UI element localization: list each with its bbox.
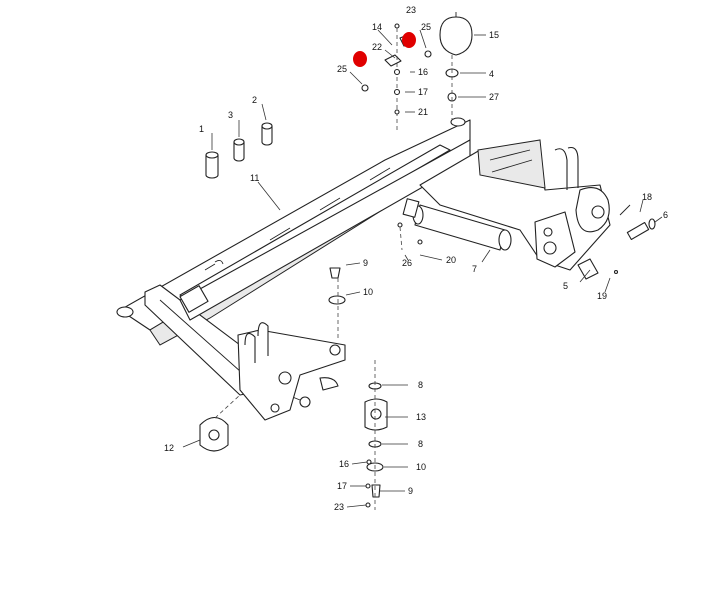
callout-5: 5: [563, 281, 568, 291]
callout-25-left: 25: [337, 64, 347, 74]
callout-22: 22: [372, 42, 382, 52]
callout-26: 26: [402, 258, 412, 268]
callout-2: 2: [252, 95, 257, 105]
highlight-markers: [353, 32, 416, 67]
callout-1: 1: [199, 124, 204, 134]
lower-frame: [144, 139, 471, 401]
callout-17-upper: 17: [418, 87, 428, 97]
callout-17-lower: 17: [337, 481, 347, 491]
callout-11: 11: [250, 173, 259, 183]
callout-8-lower: 8: [418, 439, 423, 449]
bushings: [205, 122, 273, 179]
callout-labels: 1 2 3 4 5 6 7 8 8 9 9 10 10 11 12 13 14 …: [164, 5, 668, 512]
leader-lines: [182, 29, 663, 508]
right-arm-assembly: [419, 139, 611, 271]
highlight-marker-left: [353, 51, 367, 67]
callout-21: 21: [418, 107, 428, 117]
callout-16-upper: 16: [418, 67, 428, 77]
callout-20: 20: [446, 255, 456, 265]
callout-25-right: 25: [421, 22, 431, 32]
callout-3: 3: [228, 110, 233, 120]
callout-4: 4: [489, 69, 494, 79]
callout-15: 15: [489, 30, 499, 40]
callout-13: 13: [416, 412, 426, 422]
callout-23-upper: 23: [406, 5, 416, 15]
callout-9-upper: 9: [363, 258, 368, 268]
callout-23-lower: 23: [334, 502, 344, 512]
callout-19: 19: [597, 291, 607, 301]
callout-27: 27: [489, 92, 499, 102]
callout-18: 18: [642, 192, 652, 202]
front-bracket: [237, 322, 346, 421]
callout-7: 7: [472, 264, 477, 274]
callout-9-lower: 9: [408, 486, 413, 496]
callout-10-lower: 10: [416, 462, 426, 472]
callout-10-upper: 10: [363, 287, 373, 297]
highlight-marker-right: [402, 32, 416, 48]
callout-12: 12: [164, 443, 174, 453]
callout-14: 14: [372, 22, 382, 32]
front-hardware: [199, 222, 423, 510]
callout-16-lower: 16: [339, 459, 349, 469]
pin-parts: [577, 204, 656, 280]
callout-8-upper: 8: [418, 380, 423, 390]
cylinder: [402, 198, 512, 251]
callout-6: 6: [663, 210, 668, 220]
